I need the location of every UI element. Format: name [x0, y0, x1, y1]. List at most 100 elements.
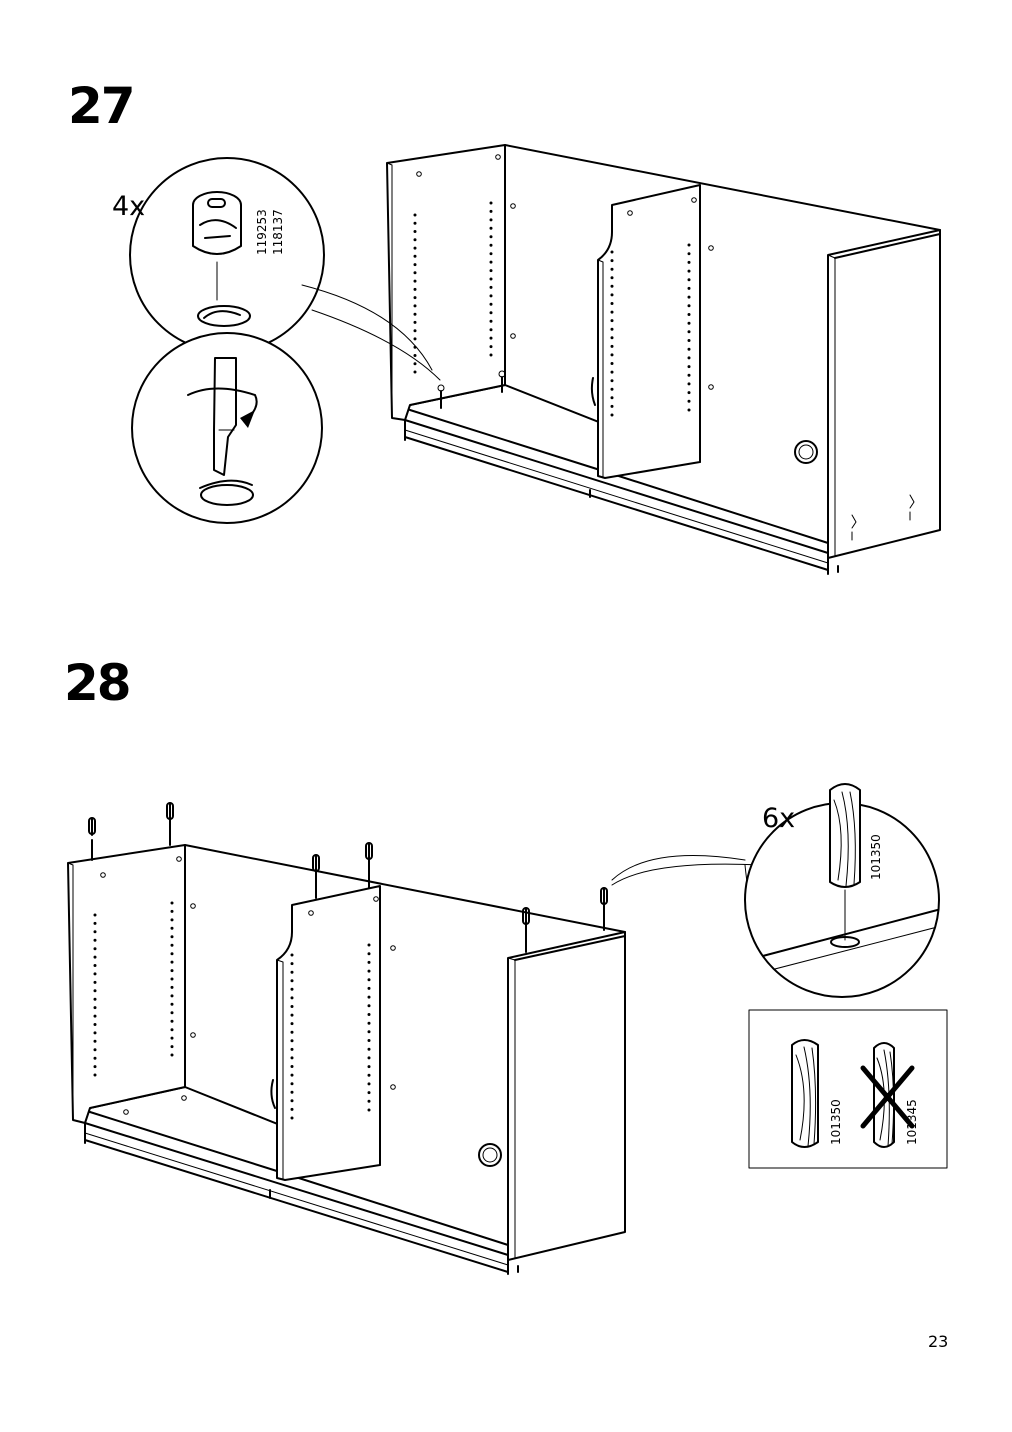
shelf-pin-hole — [413, 271, 417, 275]
shelf-pin-hole — [290, 1005, 294, 1008]
screwdriver — [187, 357, 258, 506]
shelf-pin-hole — [610, 404, 614, 408]
shelf-pin-hole — [687, 365, 691, 369]
shelf-pin-hole — [367, 1108, 371, 1112]
shelf-pin-hole — [610, 353, 614, 357]
shelf-pin-hole — [413, 213, 417, 217]
shelf-pin-hole — [367, 1047, 371, 1051]
shelf-pin-hole — [413, 287, 417, 291]
shelf-pin-hole — [170, 909, 174, 913]
shelf-pin-hole — [367, 1039, 371, 1042]
shelf-pin-hole — [93, 938, 97, 942]
shelf-pin-hole — [489, 243, 493, 247]
shelf-pin-hole — [413, 354, 417, 357]
step-27-number: 27 — [68, 77, 134, 135]
shelf-pin-hole — [170, 1011, 174, 1015]
shelf-pin-hole — [290, 1065, 294, 1068]
part-number-label: 101350 — [869, 834, 883, 880]
shelf-pin-hole — [93, 1039, 97, 1043]
shelf-pin-hole — [489, 319, 493, 323]
shelf-pin-hole — [687, 243, 691, 247]
shelf-pin-hole — [367, 1099, 371, 1103]
shelf-pin-hole — [290, 1039, 294, 1043]
shelf-pin-hole — [413, 296, 417, 300]
shelf-pin-holes — [413, 201, 691, 417]
shelf-pin-hole — [610, 302, 614, 305]
shelf-pin-hole — [610, 336, 614, 340]
shelf-pin-hole — [489, 294, 493, 298]
shelf-pin-hole — [413, 304, 417, 308]
shelf-pin-hole — [687, 260, 691, 264]
shelf-pin-hole — [610, 327, 614, 331]
shelf-pin-hole — [413, 238, 417, 242]
shelf-pin-hole — [413, 362, 417, 366]
shelf-pin-hole — [687, 339, 691, 342]
shelf-pin-hole — [413, 246, 417, 250]
dowel-101350 — [829, 783, 861, 888]
shelf-pin-hole — [93, 1023, 97, 1026]
shelf-pin-hole — [170, 977, 174, 981]
shelf-pin-hole — [610, 250, 614, 254]
cabinet-step-27 — [386, 144, 941, 575]
shelf-pin-hole — [489, 353, 493, 357]
shelf-pin-hole — [413, 320, 417, 324]
shelf-pin-hole — [290, 1082, 294, 1086]
shelf-pin-hole — [687, 330, 691, 334]
shelf-pin-hole — [610, 344, 614, 348]
shelf-pin-hole — [610, 413, 614, 417]
shelf-pin-hole — [413, 221, 417, 225]
shelf-pin-hole — [93, 972, 97, 976]
shelf-pin-hole — [413, 230, 417, 233]
shelf-pin-hole — [687, 408, 691, 412]
shelf-pin-hole — [290, 1022, 294, 1026]
shelf-pin-hole — [93, 964, 97, 967]
shelf-pin-hole — [489, 226, 493, 230]
shelf-pin-hole — [290, 1107, 294, 1111]
part-number-label: 119253 — [255, 209, 269, 255]
shelf-pin-hole — [687, 399, 691, 403]
shelf-pin-hole — [93, 1065, 97, 1069]
shelf-pin-hole — [610, 370, 614, 374]
shelf-pin-hole — [367, 1021, 371, 1025]
shelf-pin-hole — [687, 295, 691, 299]
shelf-pin-hole — [367, 952, 371, 956]
shelf-pin-hole — [687, 286, 691, 290]
shelf-pin-hole — [290, 953, 294, 957]
shelf-pin-hole — [290, 987, 294, 991]
shelf-pin-hole — [489, 260, 493, 264]
shelf-pin-hole — [413, 279, 417, 283]
shelf-pin-hole — [367, 1004, 371, 1008]
shelf-pin-hole — [489, 269, 493, 273]
shelf-pin-hole — [610, 293, 614, 297]
shelf-pin-hole — [367, 995, 371, 999]
shelf-pin-hole — [610, 259, 614, 263]
shelf-pin-hole — [93, 947, 97, 951]
shelf-pin-hole — [170, 1053, 174, 1057]
shelf-pin-hole — [413, 337, 417, 341]
shelf-pin-hole — [489, 218, 493, 222]
cabinet-step-28 — [67, 802, 626, 1275]
shelf-pin-hole — [290, 1047, 294, 1051]
shelf-pin-hole — [290, 1056, 294, 1060]
shelf-pin-hole — [610, 276, 614, 280]
shelf-pin-hole — [367, 969, 371, 973]
wrong-part-number: 101345 — [905, 1099, 919, 1145]
shelf-pin-hole — [290, 962, 294, 966]
shelf-pin-hole — [93, 913, 97, 917]
shelf-pin-hole — [610, 379, 614, 383]
quantity-label-28: 6x — [762, 803, 795, 834]
shelf-pin-hole — [170, 994, 174, 998]
shelf-pin-hole — [489, 336, 493, 340]
shelf-pin-hole — [170, 1028, 174, 1032]
cross-out-icon — [860, 1065, 915, 1129]
shelf-pin-hole — [93, 921, 97, 925]
shelf-pin-hole — [687, 373, 691, 377]
part-comparison-box: 101350 101345 — [748, 1009, 948, 1169]
shelf-pin-hole — [170, 901, 174, 905]
cam-lock-fitting — [192, 191, 251, 327]
shelf-pin-hole — [170, 926, 174, 930]
shelf-pin-hole — [489, 235, 493, 239]
shelf-pin-hole — [367, 986, 371, 990]
shelf-pin-hole — [367, 1056, 371, 1060]
